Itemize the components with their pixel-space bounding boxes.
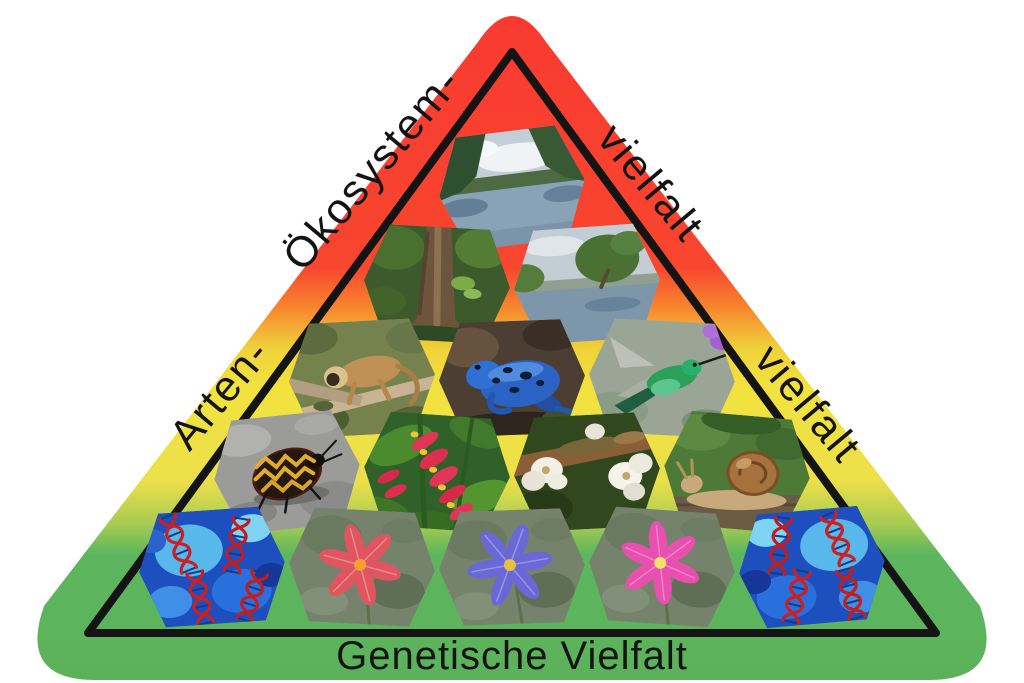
hex-photo-daylily-red: [286, 506, 438, 628]
hex-photo-white-blossoms-branch: [511, 411, 663, 533]
hex-photo-daylily-blue: [437, 507, 587, 627]
hex-photo-dna-double-helix-right: [734, 503, 890, 631]
hex-photo-lake-shore-tree: [510, 222, 664, 346]
genetic-diversity-label: Genetische Vielfalt: [336, 634, 688, 678]
hex-photo-daylily-pink: [585, 505, 739, 629]
pyramid-inner-outline: [84, 48, 940, 637]
